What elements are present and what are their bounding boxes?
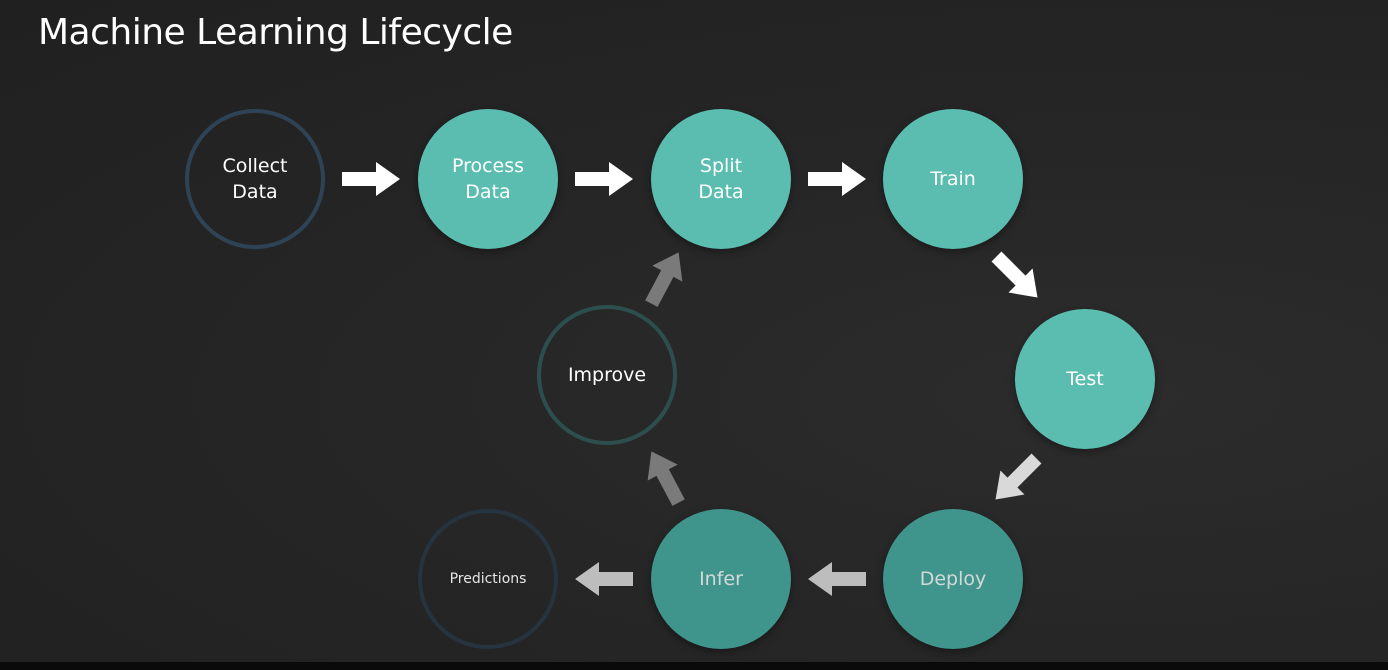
arrow-train-to-test <box>984 244 1050 310</box>
node-split-data: Split Data <box>651 109 791 249</box>
node-collect-data: Collect Data <box>185 109 325 249</box>
arrow-test-to-deploy <box>983 446 1049 512</box>
arrow-deploy-to-infer <box>808 562 866 596</box>
slide-title: Machine Learning Lifecycle <box>38 12 513 53</box>
node-test-label: Test <box>1066 368 1104 390</box>
arrow-process-to-split <box>575 162 633 196</box>
node-improve: Improve <box>537 305 677 445</box>
node-train-label: Train <box>930 168 976 190</box>
node-predictions: Predictions <box>418 509 558 649</box>
arrow-infer-to-improve <box>636 443 694 511</box>
node-predictions-label: Predictions <box>449 571 527 587</box>
node-process-data: Process Data <box>418 109 558 249</box>
arrow-improve-to-split <box>636 244 694 312</box>
node-infer: Infer <box>651 509 791 649</box>
node-deploy: Deploy <box>883 509 1023 649</box>
bottom-bar <box>0 662 1388 670</box>
arrow-collect-to-process <box>342 162 400 196</box>
node-train: Train <box>883 109 1023 249</box>
node-improve-label: Improve <box>567 364 647 386</box>
node-split-data-label: Split Data <box>698 155 744 203</box>
node-test: Test <box>1015 309 1155 449</box>
arrow-split-to-train <box>808 162 866 196</box>
node-deploy-label: Deploy <box>919 568 987 590</box>
arrow-infer-to-predictions <box>575 562 633 596</box>
node-infer-label: Infer <box>699 568 743 590</box>
node-process-data-label: Process Data <box>451 155 525 203</box>
node-collect-data-label: Collect Data <box>222 155 288 203</box>
